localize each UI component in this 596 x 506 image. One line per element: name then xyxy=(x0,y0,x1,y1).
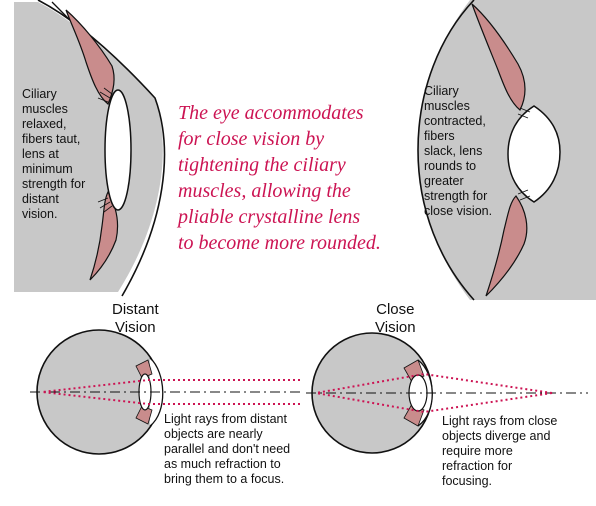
contracted-cornea-outline xyxy=(417,0,475,301)
distant-vision-eye xyxy=(30,329,300,455)
contracted-eyeball-section xyxy=(418,0,596,300)
distant-ciliary-lower xyxy=(135,405,153,425)
accommodation-headline: The eye accommodates for close vision by… xyxy=(178,102,381,254)
distant-vision-caption: Light rays from distant objects are near… xyxy=(164,412,291,486)
relaxed-eyeball-section xyxy=(14,2,163,292)
relaxed-muscles-label: Ciliary muscles relaxed, fibers taut, le… xyxy=(22,87,86,221)
relaxed-zonular-fibers xyxy=(97,87,113,213)
contracted-muscles-label: Ciliary muscles contracted, fibers slack… xyxy=(424,84,493,218)
distant-ciliary-upper xyxy=(135,359,153,379)
contracted-ciliary-muscle-lower xyxy=(485,195,528,297)
relaxed-lens xyxy=(104,89,132,211)
contracted-zonular-fibers xyxy=(517,107,531,201)
close-vision-caption: Light rays from close objects diverge an… xyxy=(442,414,558,488)
contracted-eye-closeup xyxy=(417,0,596,301)
contracted-ciliary-muscle-upper xyxy=(471,3,526,111)
distant-vision-title: Distant Vision xyxy=(112,301,159,336)
contracted-lens xyxy=(507,105,561,203)
relaxed-ciliary-muscle-upper xyxy=(65,9,115,105)
distant-light-rays xyxy=(41,379,300,405)
relaxed-ciliary-muscle-lower xyxy=(89,190,119,281)
relaxed-eye-closeup xyxy=(14,0,166,297)
close-vision-title: Close Vision xyxy=(375,301,416,336)
close-vision-eye xyxy=(306,332,588,454)
